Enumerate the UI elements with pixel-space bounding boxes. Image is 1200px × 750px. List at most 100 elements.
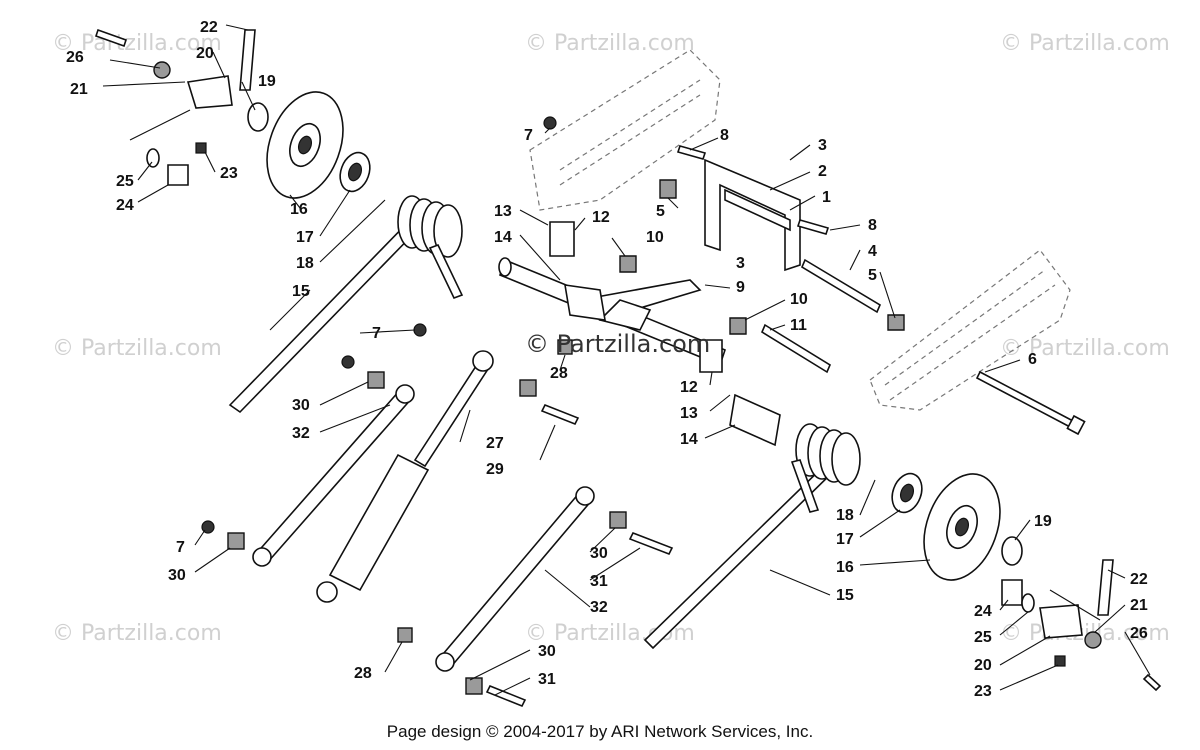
callout-2: 2 — [818, 163, 827, 180]
callout-6: 6 — [1028, 351, 1037, 368]
callout-19: 19 — [258, 73, 276, 90]
callout-19: 19 — [1034, 513, 1052, 530]
bolt-31 — [485, 684, 527, 708]
torsion-spring-arm — [228, 213, 427, 414]
callout-5: 5 — [868, 267, 877, 284]
callout-13: 13 — [680, 405, 698, 422]
callout-24: 24 — [116, 197, 134, 214]
callout-labels: 26 21 20 22 19 23 25 24 16 17 18 15 7 8 … — [66, 19, 1148, 700]
callout-26: 26 — [1130, 625, 1148, 642]
callout-32: 32 — [292, 425, 310, 442]
pivot-bracket-cross — [724, 188, 791, 232]
torsion-spring-tail — [428, 243, 464, 300]
nut-7 — [341, 355, 355, 369]
callout-11: 11 — [790, 317, 807, 334]
bolt-26 — [1142, 673, 1162, 692]
callout-8: 8 — [868, 217, 877, 234]
arm-bracket — [598, 299, 652, 331]
callout-20: 20 — [974, 657, 992, 674]
adjuster-block-20 — [1039, 604, 1083, 639]
callout-22: 22 — [1130, 571, 1148, 588]
bushing-10 — [619, 255, 637, 273]
bolt-22 — [239, 29, 256, 91]
callout-4: 4 — [868, 243, 877, 260]
callout-30: 30 — [590, 545, 608, 562]
bolt-29 — [540, 403, 580, 426]
callout-10: 10 — [646, 229, 664, 246]
washer — [247, 102, 269, 132]
callout-23: 23 — [974, 683, 992, 700]
washer — [1001, 536, 1023, 566]
watermark: © Partzilla.com — [525, 31, 695, 56]
callout-32: 32 — [590, 599, 608, 616]
spacer-14 — [729, 393, 781, 447]
callout-30: 30 — [538, 643, 556, 660]
left-rail-detail — [559, 79, 701, 186]
bolt-22 — [1097, 559, 1114, 616]
callout-22: 22 — [200, 19, 218, 36]
pivot-rod — [760, 323, 832, 374]
long-bolt — [975, 370, 1077, 430]
cap-24 — [1001, 579, 1023, 606]
callout-9: 9 — [736, 279, 745, 296]
watermark: © Partzilla.com — [52, 336, 222, 361]
bearing-bore — [899, 483, 915, 503]
callout-27: 27 — [486, 435, 504, 452]
cap-24 — [167, 164, 189, 186]
leader-lines — [102, 24, 1151, 696]
callout-14: 14 — [680, 431, 698, 448]
callout-24: 24 — [974, 603, 992, 620]
link-arm-eye — [252, 547, 272, 567]
callout-3: 3 — [818, 137, 827, 154]
center-watermark: © Partzilla.com — [525, 330, 710, 358]
bolt-8 — [676, 145, 707, 160]
callout-29: 29 — [486, 461, 504, 478]
callout-17: 17 — [296, 229, 314, 246]
callout-20: 20 — [196, 45, 214, 62]
callout-13: 13 — [494, 203, 512, 220]
bearing-bore — [347, 162, 363, 182]
callout-5: 5 — [656, 203, 665, 220]
callout-31: 31 — [538, 671, 556, 688]
spacer-30 — [519, 379, 537, 397]
callout-21: 21 — [1130, 597, 1148, 614]
callout-12: 12 — [680, 379, 698, 396]
callout-12: 12 — [592, 209, 610, 226]
bushing-21 — [153, 61, 171, 79]
right-rail-detail — [884, 269, 1056, 401]
watermark: © Partzilla.com — [52, 31, 222, 56]
callout-23: 23 — [220, 165, 238, 182]
idler-wheel-bore — [954, 517, 970, 537]
callout-18: 18 — [296, 255, 314, 272]
stop-block-12 — [549, 221, 575, 257]
callout-30: 30 — [168, 567, 186, 584]
bushing-21 — [1084, 631, 1102, 649]
spacer-28 — [397, 627, 413, 643]
callout-10: 10 — [790, 291, 808, 308]
shock-body — [328, 453, 430, 592]
callout-15: 15 — [292, 283, 310, 300]
arm-plate — [564, 284, 606, 321]
callout-16: 16 — [290, 201, 308, 218]
callout-30: 30 — [292, 397, 310, 414]
watermark: © Partzilla.com — [52, 621, 222, 646]
nut-7 — [543, 116, 557, 130]
bolt-31 — [628, 531, 674, 556]
torsion-spring-tail — [790, 459, 820, 513]
callout-16: 16 — [836, 559, 854, 576]
link-arm-eye — [395, 384, 415, 404]
watermark: © Partzilla.com — [1000, 336, 1170, 361]
bolt-8 — [796, 219, 830, 235]
footer-copyright: Page design © 2004-2017 by ARI Network S… — [386, 722, 814, 741]
link-arm-eye — [435, 652, 455, 672]
torsion-spring-coil — [795, 423, 861, 486]
upper-shaft-end — [498, 257, 512, 277]
bolt-26 — [94, 28, 128, 48]
spacer-30 — [367, 371, 385, 389]
idler-wheel-bore — [297, 135, 313, 155]
shock-rod — [413, 358, 492, 468]
spacer-30 — [465, 677, 483, 695]
callout-7: 7 — [372, 325, 381, 342]
